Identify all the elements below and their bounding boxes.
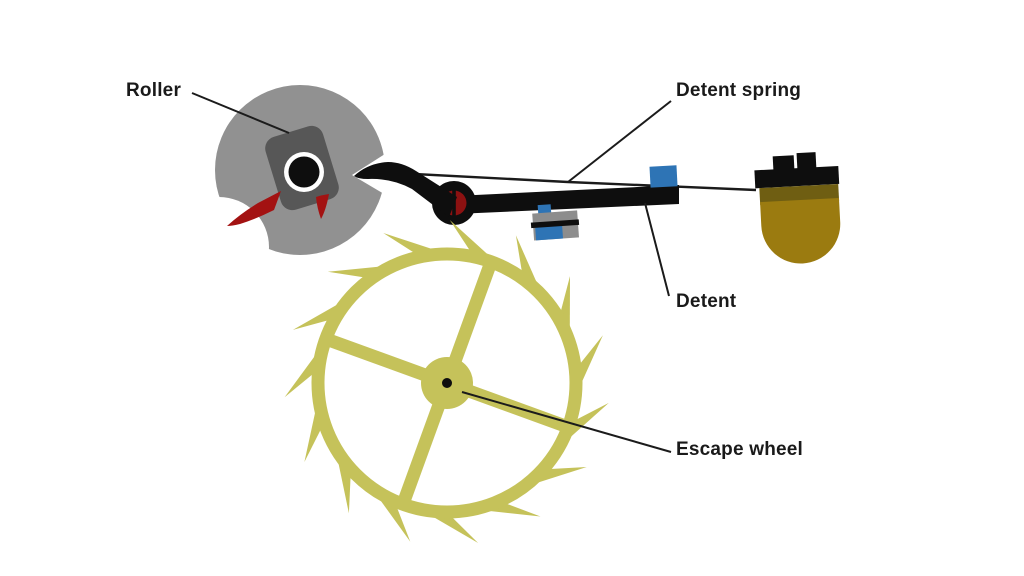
counterweight bbox=[754, 152, 841, 264]
counterweight-cap bbox=[754, 165, 840, 189]
roller-axle bbox=[288, 156, 320, 188]
escape-wheel-tooth bbox=[449, 220, 512, 276]
escape-wheel-leader-line bbox=[461, 391, 672, 453]
counterweight-tab-left bbox=[772, 155, 795, 173]
impulse-pallet bbox=[227, 191, 281, 226]
locking-stone-bar bbox=[530, 219, 580, 229]
spring-clamp bbox=[649, 165, 678, 188]
detent-spring-leader-line bbox=[567, 100, 672, 183]
escape-wheel-spoke bbox=[446, 264, 496, 371]
detent-leader-line bbox=[644, 202, 670, 297]
leader-lines bbox=[191, 92, 672, 453]
locking-stone-jewel bbox=[535, 225, 564, 241]
roller-assembly bbox=[169, 85, 457, 297]
locking-stone-assembly bbox=[530, 204, 580, 241]
escape-wheel-tooth bbox=[361, 474, 411, 542]
roller-label: Roller bbox=[126, 80, 182, 101]
escape-wheel-tooth bbox=[515, 235, 550, 312]
escape-wheel-rim bbox=[311, 247, 583, 519]
escape-wheel-spoke bbox=[398, 395, 448, 502]
escape-wheel-tooth bbox=[292, 288, 365, 330]
counterweight-body bbox=[760, 197, 841, 264]
escape-wheel-tooth bbox=[406, 501, 479, 543]
counterweight-tab-right bbox=[796, 152, 817, 170]
escape-wheel bbox=[284, 220, 609, 543]
passing-spring-horn bbox=[354, 162, 457, 217]
roller-leader-line bbox=[191, 92, 290, 134]
detent-label: Detent bbox=[676, 291, 737, 312]
detent-spring-label: Detent spring bbox=[676, 80, 802, 101]
discharge-pallet bbox=[316, 194, 329, 219]
escape-wheel-spoke bbox=[328, 334, 435, 384]
escape-wheel-tooth bbox=[568, 335, 603, 412]
detent-blade bbox=[455, 185, 679, 214]
escape-wheel-label: Escape wheel bbox=[676, 439, 804, 460]
escape-wheel-axle-dot bbox=[442, 378, 452, 388]
